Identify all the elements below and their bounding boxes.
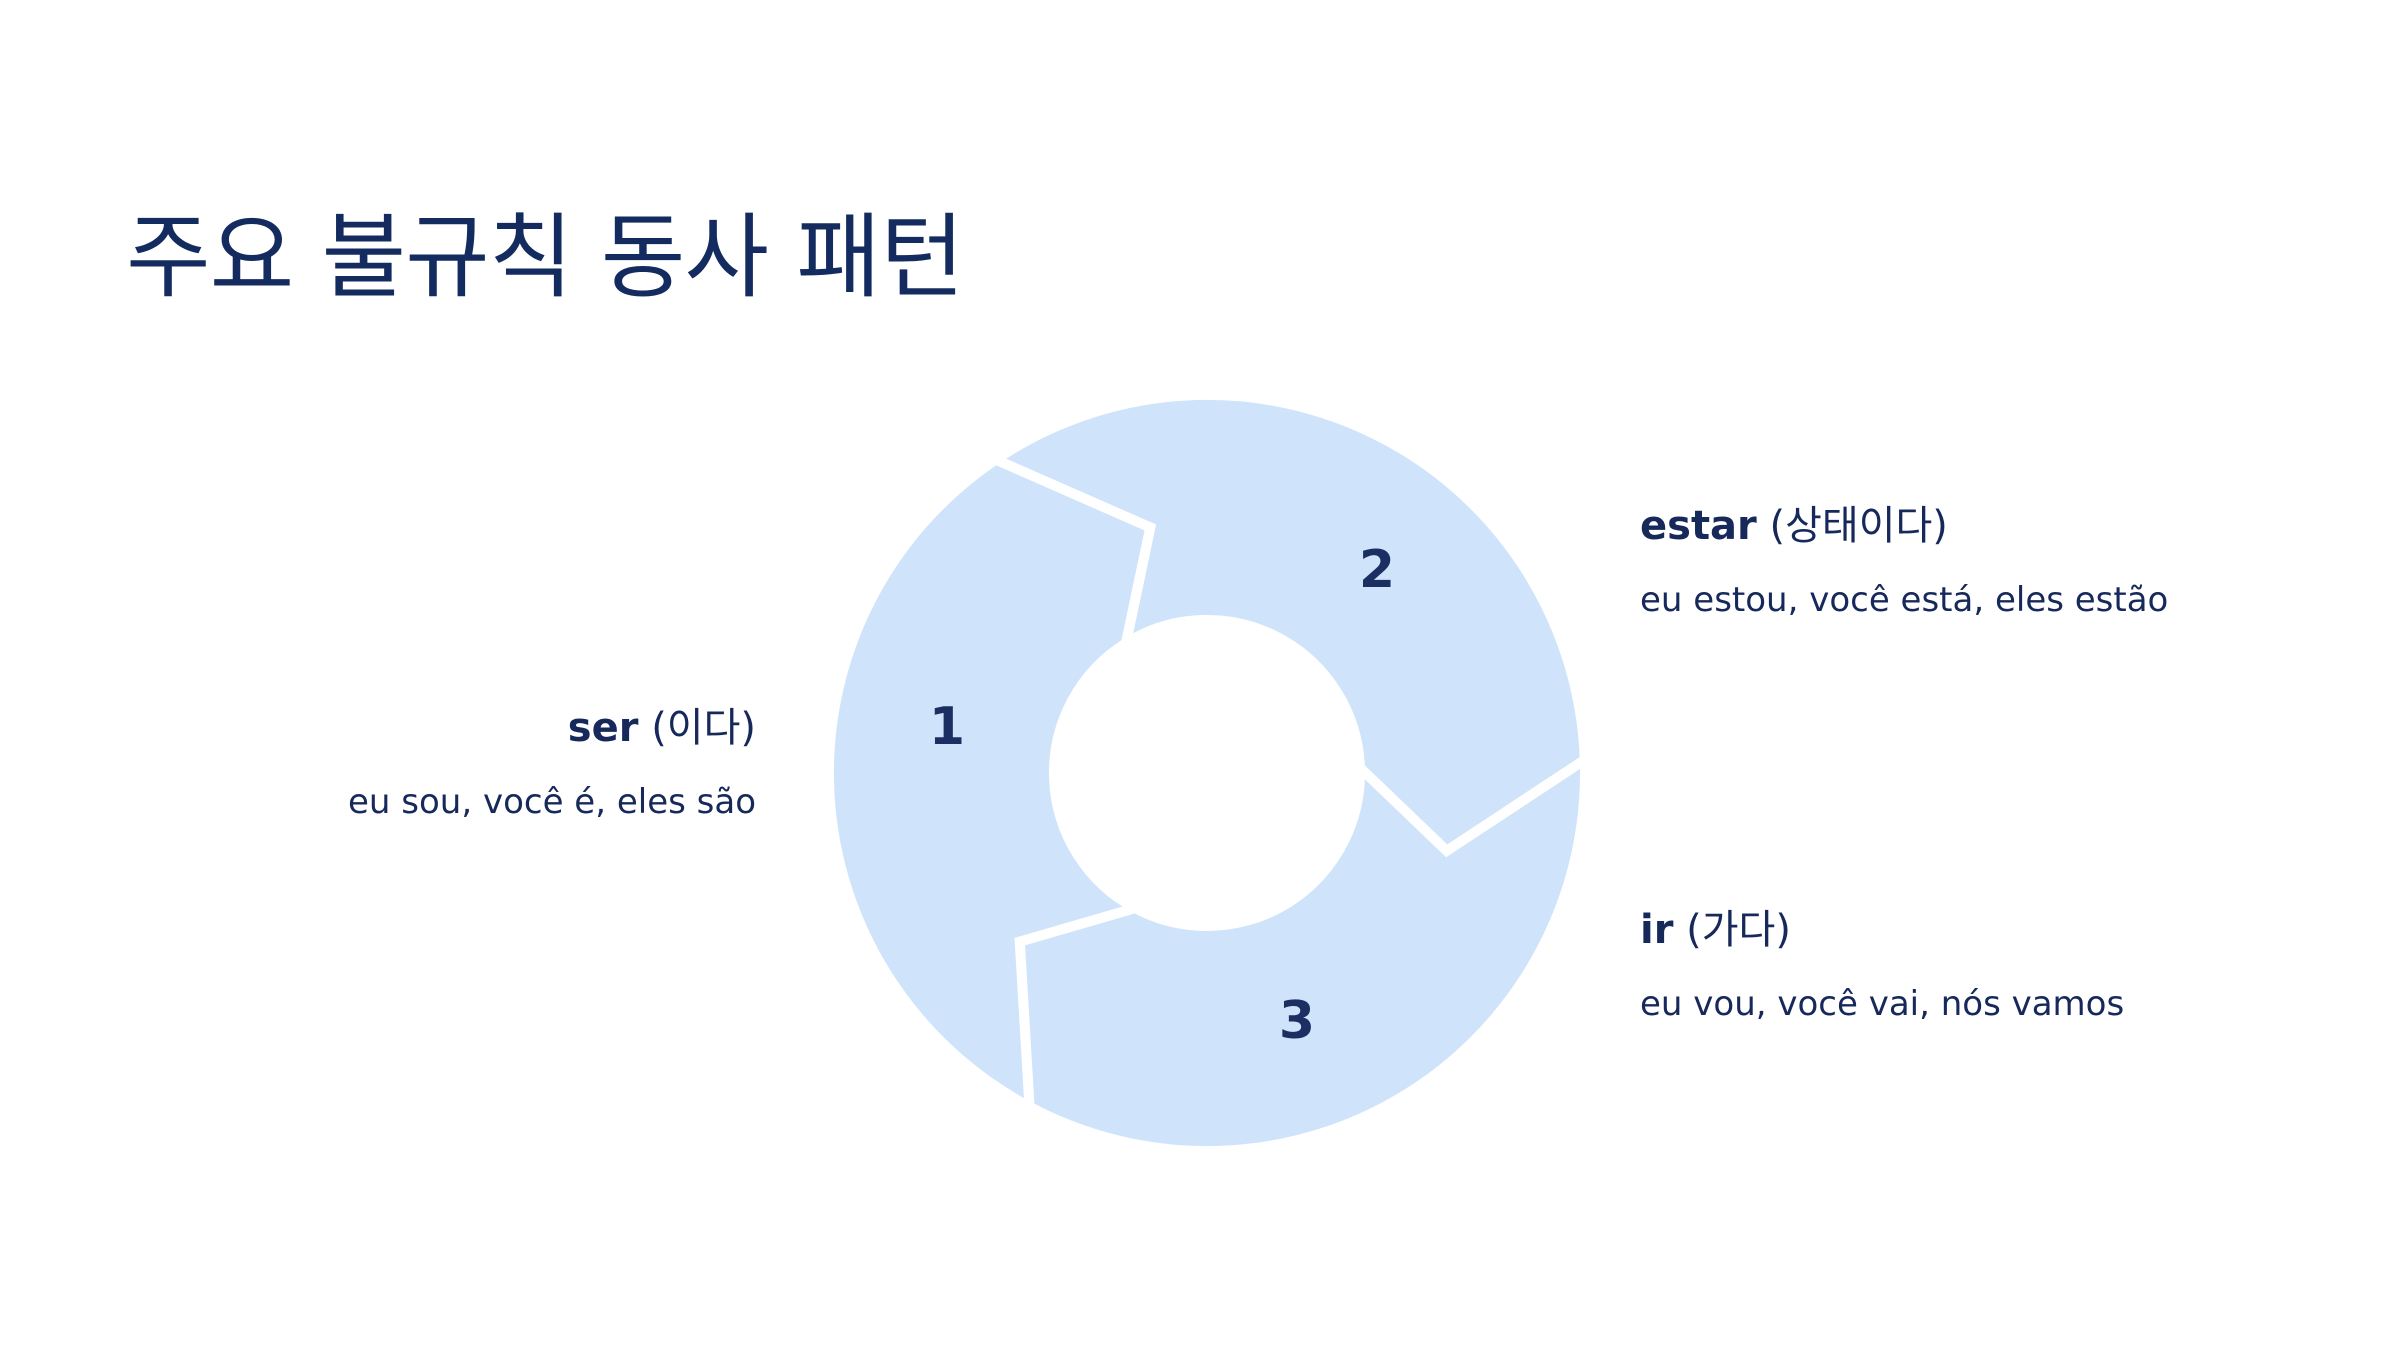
verb-label-ir: ir (가다) eu vou, você vai, nós vamos: [1640, 906, 2124, 1025]
verb-meaning: (가다): [1686, 907, 1791, 953]
verb-label-ser: ser (이다) eu sou, você é, eles são: [348, 704, 756, 823]
segment-number-3: 3: [1279, 991, 1315, 1051]
slide-title: 주요 불규칙 동사 패턴: [126, 204, 964, 311]
cycle-segment-2: [1014, 750, 1591, 1157]
verb-label-estar: estar (상태이다) eu estou, você está, eles e…: [1640, 502, 2168, 621]
verb-name: ser: [567, 705, 639, 751]
segment-number-2: 2: [1359, 540, 1395, 600]
verb-heading: ser (이다): [348, 704, 756, 752]
verb-heading: ir (가다): [1640, 906, 2124, 954]
verb-forms: eu vou, você vai, nós vamos: [1640, 984, 2125, 1024]
cycle-segments: [823, 389, 1591, 1157]
verb-name: estar: [1640, 503, 1757, 549]
cycle-numbers: 1 2 3: [929, 540, 1395, 1051]
verb-forms: eu estou, você está, eles estão: [1640, 580, 2169, 620]
cycle-segment-3: [823, 453, 1157, 1116]
verb-meaning: (이다): [651, 705, 756, 751]
verb-forms: eu sou, você é, eles são: [348, 782, 756, 822]
cycle-segment-1: [985, 389, 1590, 858]
segment-number-1: 1: [929, 697, 965, 757]
verb-meaning: (상태이다): [1769, 503, 1948, 549]
verb-name: ir: [1640, 907, 1674, 953]
verb-heading: estar (상태이다): [1640, 502, 2168, 550]
